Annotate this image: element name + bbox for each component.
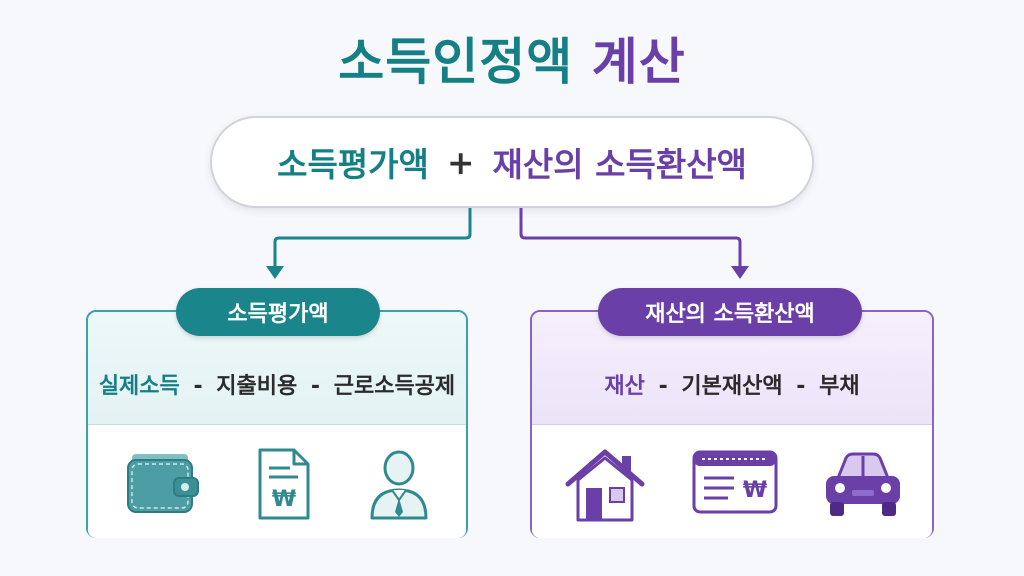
- income-evaluation-card: 소득평가액 실제소득 - 지출비용 - 근로소득공제 ₩: [86, 288, 468, 538]
- car-icon: [826, 452, 900, 516]
- formula-term-income-eval: 소득평가액: [277, 145, 429, 184]
- property-income-card: 재산의 소득환산액 재산 - 기본재산액 - 부채 ₩: [530, 288, 934, 538]
- house-icon: [565, 449, 645, 522]
- property-income-equation: 재산 - 기본재산액 - 부채: [532, 368, 932, 400]
- main-formula: 소득평가액 + 재산의 소득환산액: [210, 116, 814, 208]
- eq-property: 재산: [604, 374, 645, 399]
- won-symbol: ₩: [743, 478, 767, 503]
- formula-term-property-income: 재산의 소득환산액: [492, 145, 747, 184]
- left-arrowhead: [266, 266, 284, 279]
- income-evaluation-equation: 실제소득 - 지출비용 - 근로소득공제: [88, 368, 466, 400]
- person-icon: [370, 450, 428, 520]
- income-evaluation-label: 소득평가액: [176, 288, 380, 336]
- eq-minus: -: [310, 374, 321, 399]
- eq-basic-property-amount: 기본재산액: [681, 374, 783, 399]
- title-part1: 소득인정액: [338, 33, 574, 91]
- eq-minus: -: [796, 374, 806, 399]
- right-arrowhead: [731, 266, 749, 279]
- eq-actual-income: 실제소득: [98, 374, 180, 399]
- eq-minus: -: [658, 374, 668, 399]
- property-income-label: 재산의 소득환산액: [598, 288, 862, 336]
- right-connector-arrow: [519, 208, 742, 268]
- title-part2: 계산: [591, 33, 686, 91]
- document-won-icon: ₩: [258, 448, 310, 520]
- won-symbol: ₩: [272, 487, 296, 512]
- bankbook-won-icon: ₩: [692, 450, 778, 514]
- formula-plus: +: [446, 142, 475, 182]
- eq-earned-income-deduction: 근로소득공제: [333, 374, 456, 399]
- page-title: 소득인정액 계산: [0, 22, 1024, 94]
- eq-minus: -: [193, 374, 203, 399]
- eq-debt: 부채: [819, 374, 860, 399]
- eq-expenses: 지출비용: [216, 374, 298, 399]
- wallet-icon: [127, 454, 199, 513]
- left-connector-arrow: [273, 208, 472, 268]
